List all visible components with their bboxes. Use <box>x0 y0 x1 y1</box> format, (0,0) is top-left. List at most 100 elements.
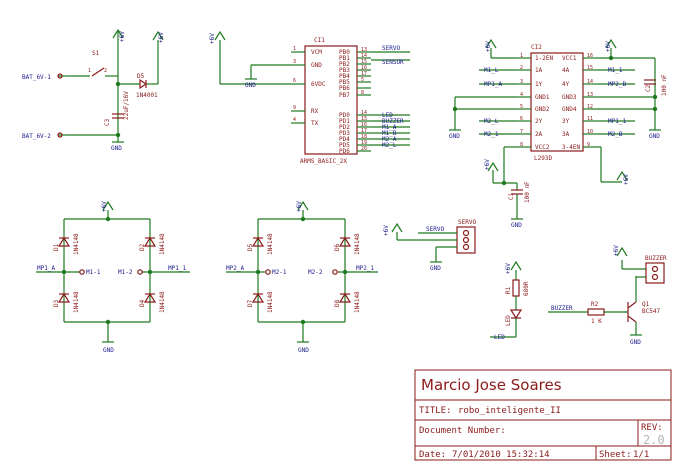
q1-value: BC547 <box>642 308 660 315</box>
rev-label: REV: <box>641 423 663 433</box>
ci2-net-m1-l: M1_L <box>484 67 499 74</box>
d6-value: 1N4148 <box>354 233 361 255</box>
ci1-right-pin-label: PB7 <box>339 92 350 99</box>
ci2-right-pin-num: 10 <box>587 129 593 135</box>
ci2-right-pin-label: GND4 <box>562 106 577 113</box>
ci2-left-pin-num: 5 <box>520 104 523 110</box>
led-comp-label: LED <box>505 315 512 326</box>
ci2-net-m2-b: M2_B <box>608 131 623 138</box>
plus6v-buzzer: +6V <box>613 245 620 256</box>
ci1-pin-gnd: GND <box>311 62 322 69</box>
ci2-left-pin-num: 1 <box>520 53 523 59</box>
d1-value: 1N4148 <box>73 233 80 255</box>
ci2-left-pin-label: 2Y <box>535 118 543 125</box>
ci2-left-pin-label: 2A <box>535 131 543 138</box>
r1-label: R1 <box>505 286 512 294</box>
q1-label: Q1 <box>642 301 650 308</box>
servo-connector: SERVO SERVO +6V GND <box>383 219 476 272</box>
ci2-right-pin-label: 3A <box>562 131 570 138</box>
d5-label: D5 <box>137 73 145 80</box>
resistor-r1 <box>512 279 520 297</box>
led-net: LED <box>382 112 393 119</box>
ci2-left-pin-num: 4 <box>520 92 523 98</box>
buzzer-component <box>645 262 665 284</box>
ci2-left-pin-label: 1Y <box>535 81 543 88</box>
ci1-right-pin-label: PB0 <box>339 49 350 56</box>
ci1-right-pin-num: 18 <box>361 134 367 140</box>
ci2-net-m1-1: M1_1 <box>608 67 623 74</box>
ci1-right-pin-label: PD0 <box>339 112 350 119</box>
ci2-net-m2-1: M2_1 <box>484 131 499 138</box>
d4-value: 1N4148 <box>159 291 166 313</box>
d2-value: 1N4148 <box>159 233 166 255</box>
gnd-label-5: GND <box>511 222 522 229</box>
ci1-right-pin-label: PB5 <box>339 79 350 86</box>
m1-1-label: M1-1 <box>86 269 101 276</box>
bat-negative-label: BAT_6V-2 <box>22 133 51 140</box>
m2a-net: M2_A <box>382 136 397 143</box>
ci2-right-pin-num: 14 <box>587 79 593 85</box>
ci2-right-pin-num: 12 <box>587 104 593 110</box>
d3-label: D3 <box>53 299 60 307</box>
d2-label: D2 <box>139 243 146 251</box>
ci2-net-m2-l: M2_L <box>484 118 499 125</box>
ci1-pin-tx: TX <box>311 120 319 127</box>
ci1-right-pin-label: PD2 <box>339 124 350 131</box>
ci2-left-pin-label: 1A <box>535 67 543 74</box>
buzzer-net: BUZZER <box>382 118 404 125</box>
ci1-pin-num: 9 <box>293 105 296 111</box>
ci1-label: CI1 <box>314 37 325 44</box>
ci1-right-pin-num: 16 <box>361 122 367 128</box>
diode-d8 <box>338 292 352 303</box>
ci1-right-pin-num: 17 <box>361 71 367 77</box>
servo-net-2: SERVO <box>426 226 444 233</box>
buzzer-comp-label: BUZZER <box>645 255 667 262</box>
document-number-label: Document Number: <box>419 426 506 436</box>
m2l-net: M2_L <box>382 142 397 149</box>
ci1-microcontroller: CI1 ARMS_BASIC_2X VCM 1 GND 3 6VDC 6 RX … <box>209 30 410 165</box>
buzzer-circuit: BUZZER R2 1 K Q1 BC547 GND BUZZER +6V <box>548 245 667 346</box>
diode-d5b <box>251 236 265 247</box>
ci1-left-pins: VCM 1 GND 3 6VDC 6 RX 9 TX 4 <box>291 46 326 127</box>
diode-d1 <box>57 236 71 247</box>
ci2-net-mp1-a: MP1_A <box>484 81 502 88</box>
gnd-label-6: GND <box>103 347 114 354</box>
c3-value: 22uF/16V <box>123 91 130 120</box>
resistor-r2 <box>587 308 605 316</box>
d8-label: D8 <box>334 299 341 307</box>
c2-value: 100 nF <box>661 74 668 96</box>
gnd-label-9: GND <box>630 339 641 346</box>
c1-label: C1 <box>508 192 515 200</box>
gnd-label-7: GND <box>298 347 309 354</box>
date-value: 7/01/2010 15:32:14 <box>452 450 550 460</box>
plus6v-led: +6V <box>505 263 512 274</box>
diode-d2 <box>143 236 157 247</box>
mp1a-net: MP1_A <box>37 265 55 272</box>
ci1-pin-rx: RX <box>311 108 319 115</box>
ci2-left-pin-label: 1-2EN <box>535 55 553 62</box>
plus6v-top-3: +6V <box>209 33 216 44</box>
ci1-pin-num: 1 <box>293 46 296 52</box>
diode-d3 <box>57 292 71 303</box>
switch-s1 <box>91 67 105 77</box>
sheet-label: Sheet: <box>599 450 632 460</box>
rev-value: 2.0 <box>643 433 665 447</box>
ci1-pin-num: 6 <box>293 78 296 84</box>
mp2-1-net: MP2_1 <box>356 265 374 272</box>
d5b-value: 1N4148 <box>267 233 274 255</box>
s1-label: S1 <box>92 50 100 57</box>
power-input-section: BAT_6V-1 BAT_6V-2 S1 1 2 D5 1N4001 +6V C… <box>22 28 165 152</box>
ci1-right-pin-label: PB4 <box>339 73 350 80</box>
ci2-right-pin-label: 4Y <box>562 81 570 88</box>
sheet-value: 1/1 <box>633 450 649 460</box>
ci2-name: L293D <box>534 155 552 162</box>
author-name: Marcio Jose Soares <box>421 376 562 394</box>
ci1-right-pin-label: PB3 <box>339 67 350 74</box>
ci1-right-pin-num: 15 <box>361 59 367 65</box>
date-label: Date: <box>419 450 446 460</box>
ci1-right-pin-label: PD4 <box>339 136 350 143</box>
